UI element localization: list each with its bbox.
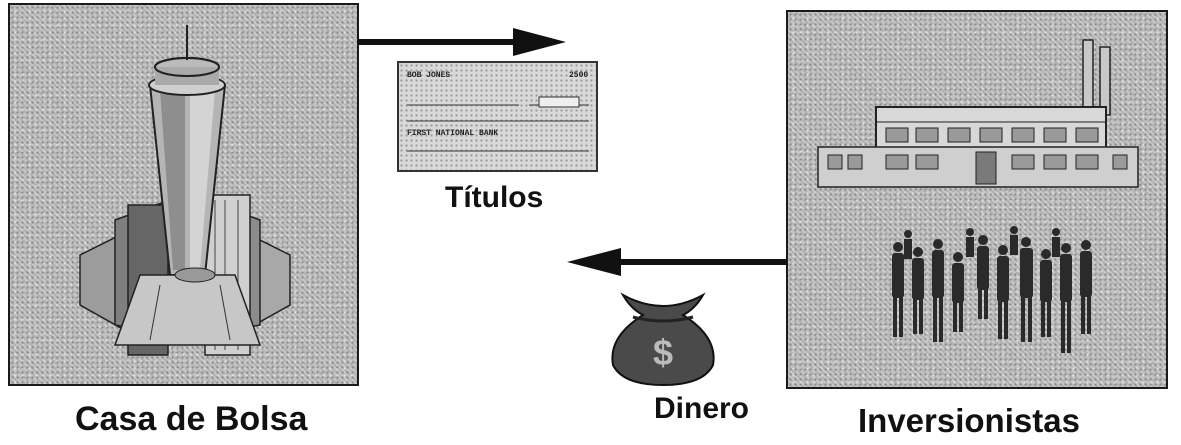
inversionistas-panel [786, 10, 1168, 389]
check-icon: BOB JONES 2500 FIRST NATIONAL BANK [397, 61, 598, 172]
casa-de-bolsa-panel [8, 3, 359, 386]
arrow-left-icon [565, 245, 787, 279]
arrow-right-icon [358, 24, 568, 60]
money-bag-icon: $ [603, 287, 723, 387]
titulos-label: Títulos [445, 181, 543, 215]
dinero-label: Dinero [654, 392, 749, 426]
skyscraper-icon [10, 5, 359, 386]
casa-de-bolsa-label: Casa de Bolsa [75, 400, 307, 439]
crowd-icon [788, 12, 1168, 389]
check-bank: FIRST NATIONAL BANK [407, 129, 498, 138]
inversionistas-label: Inversionistas [858, 402, 1080, 440]
svg-text:$: $ [653, 332, 673, 373]
